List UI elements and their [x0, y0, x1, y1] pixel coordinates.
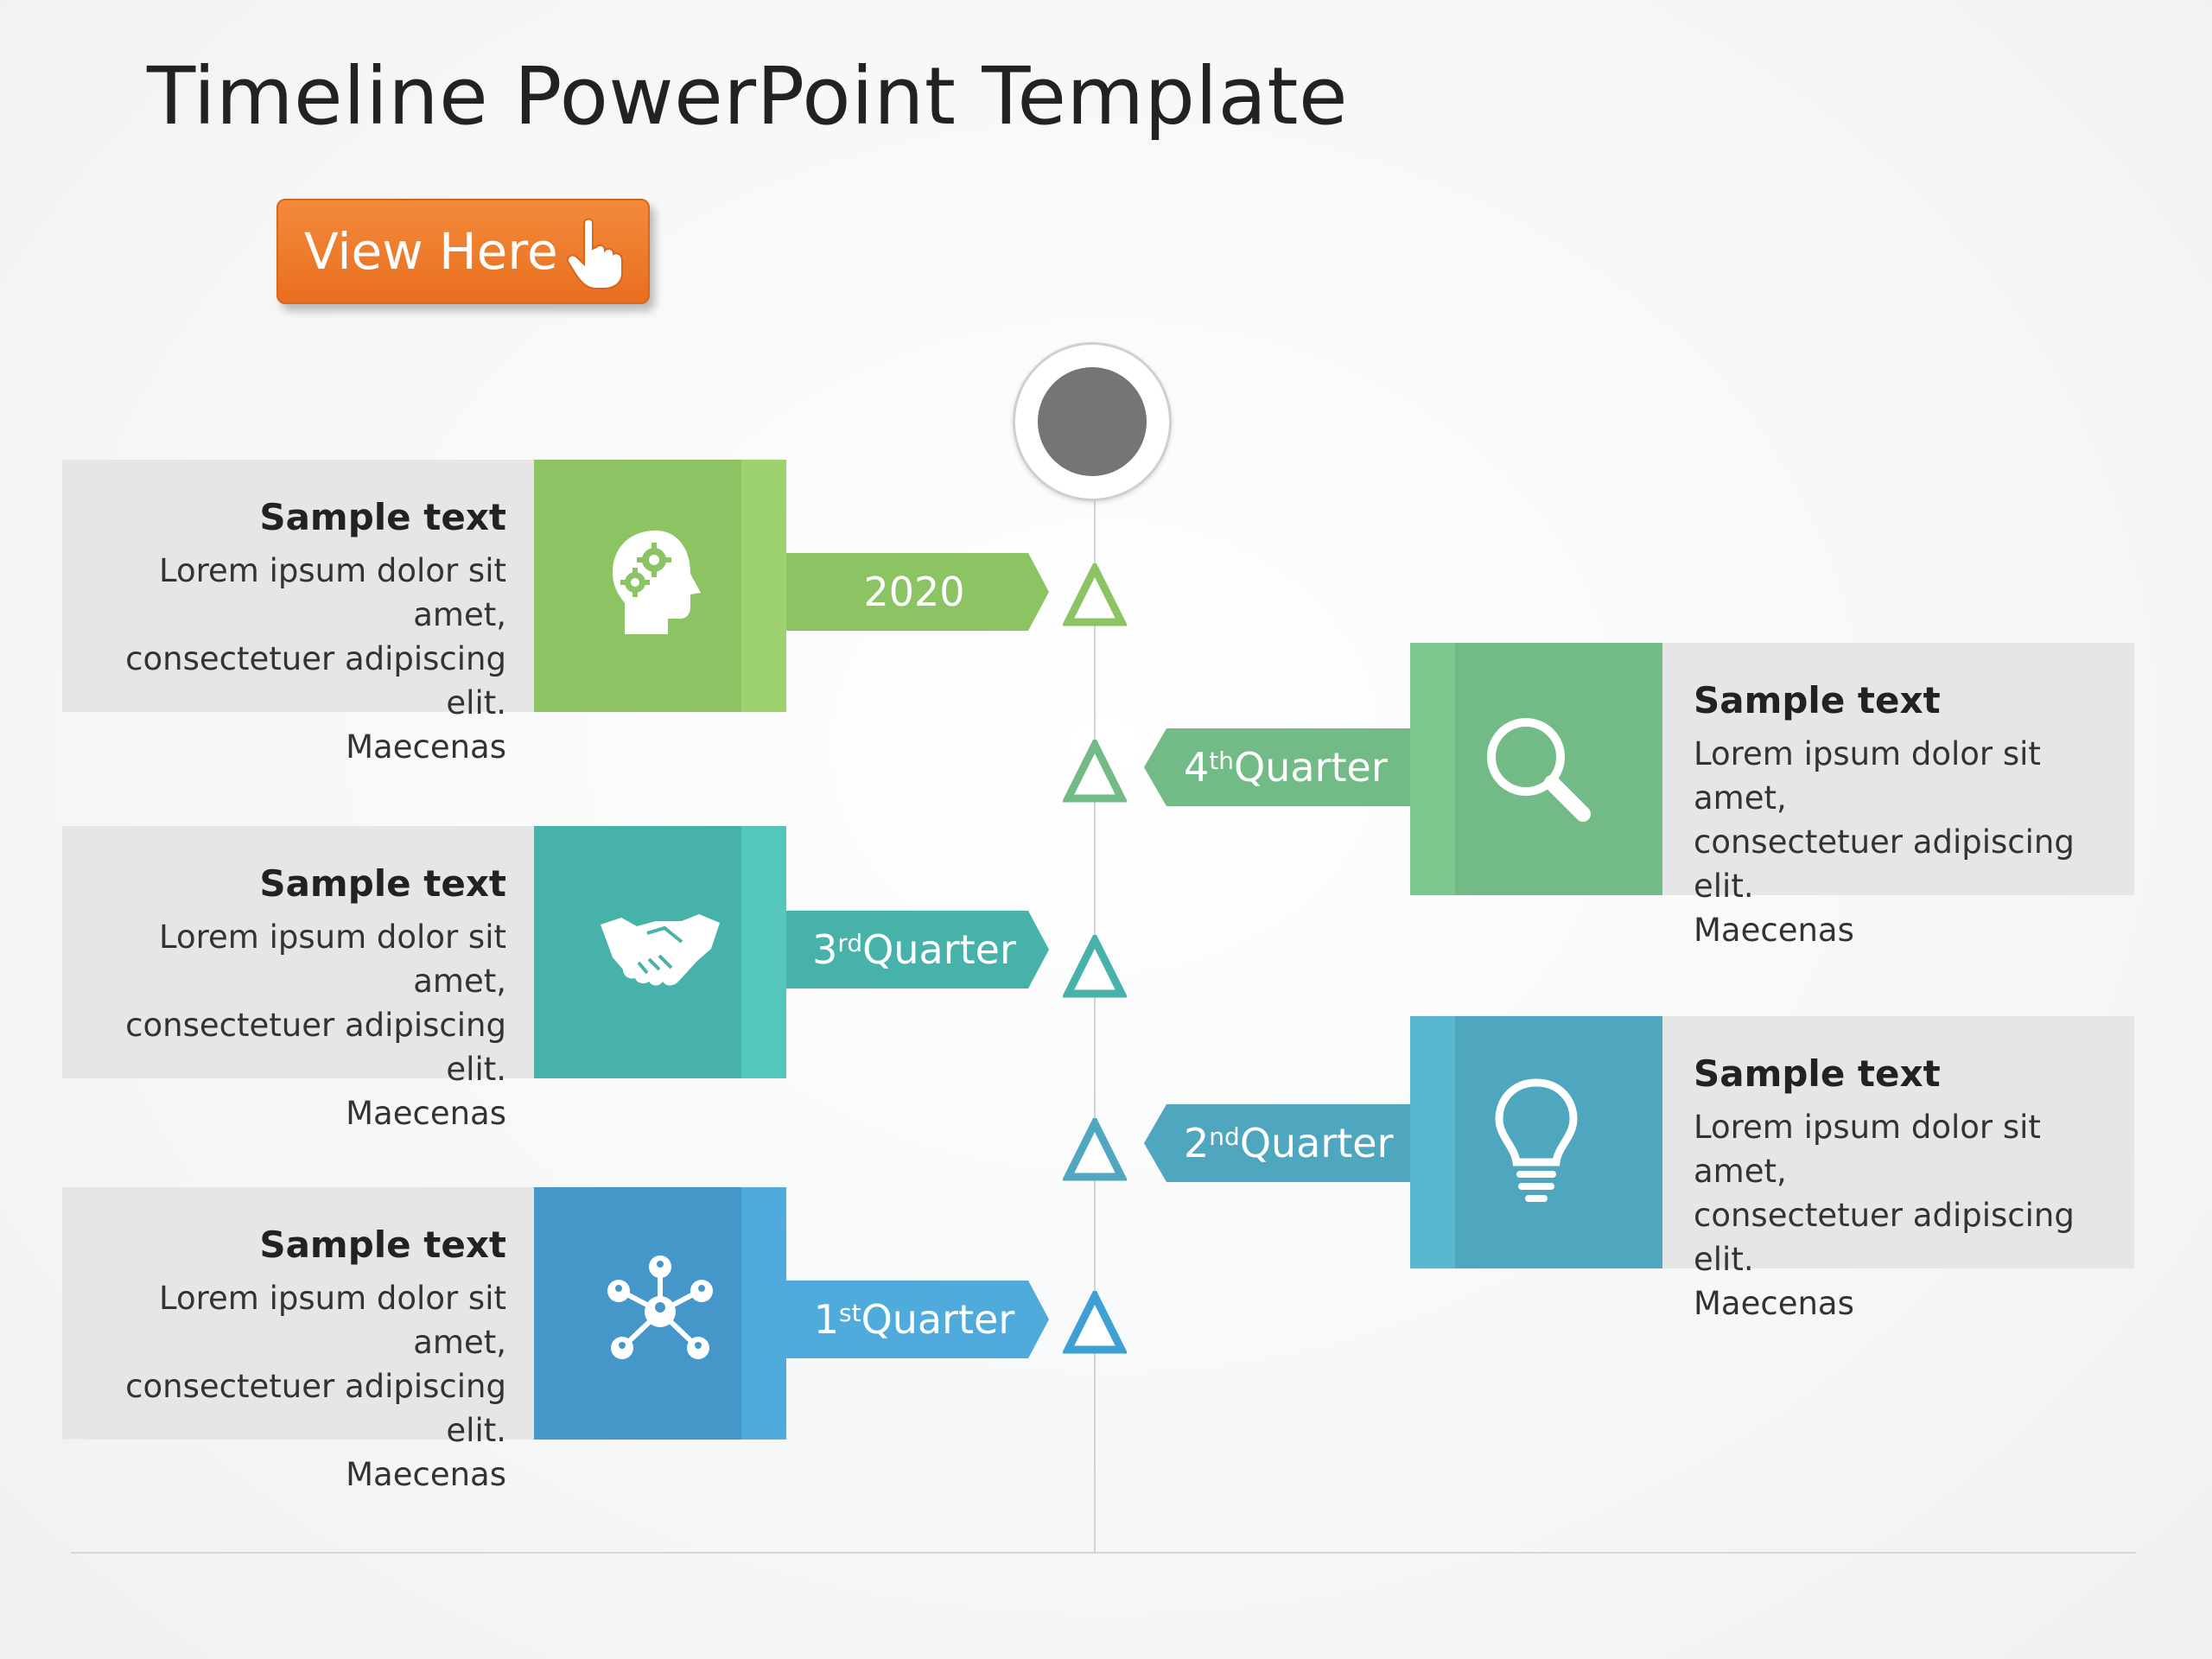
milestone-card-1st-quarter: Sample text Lorem ipsum dolor sit amet, … — [62, 1187, 786, 1493]
period-number: 2 — [1184, 1120, 1210, 1166]
body-line: Maecenas — [346, 728, 506, 766]
period-number: 4 — [1184, 744, 1210, 791]
view-here-label: View Here — [304, 222, 558, 281]
period-text: 2020 — [863, 569, 965, 615]
timeline-axis — [1094, 501, 1096, 1554]
body-line: Maecenas — [346, 1095, 506, 1132]
label-pointer — [1028, 911, 1049, 988]
milestone-card-2nd-quarter: Sample text Lorem ipsum dolor sit amet, … — [1410, 1016, 2134, 1322]
period-ordinal: st — [838, 1298, 861, 1327]
label-pointer — [1144, 728, 1166, 806]
accent-strip — [741, 460, 786, 712]
label-pointer — [1028, 553, 1049, 631]
milestone-heading: Sample text — [259, 1224, 506, 1266]
period-ordinal: nd — [1209, 1122, 1240, 1151]
period-label-2020: 2020 — [786, 553, 1028, 631]
milestone-card-2020: Sample text Lorem ipsum dolor sit amet, … — [62, 460, 786, 766]
accent-strip — [1410, 643, 1455, 895]
milestone-heading: Sample text — [1694, 679, 1941, 721]
page-title: Timeline PowerPoint Template — [147, 50, 1349, 143]
milestone-icon-box — [1410, 1016, 1662, 1268]
milestone-icon-box — [534, 460, 786, 712]
body-line: Maecenas — [346, 1456, 506, 1493]
milestone-icon-box — [534, 826, 786, 1078]
body-line: consectetuer adipiscing elit. — [1694, 823, 2075, 905]
body-line: Maecenas — [1694, 912, 1854, 949]
milestone-marker-2nd-quarter — [1063, 1118, 1127, 1181]
period-suffix: Quarter — [862, 926, 1016, 973]
milestone-card-3rd-quarter: Sample text Lorem ipsum dolor sit amet, … — [62, 826, 786, 1132]
milestone-body: Lorem ipsum dolor sit amet, consectetuer… — [86, 1276, 506, 1497]
period-suffix: Quarter — [1234, 744, 1388, 791]
handshake-icon — [595, 907, 725, 997]
milestone-marker-3rd-quarter — [1063, 935, 1127, 998]
period-number: 3 — [812, 926, 838, 973]
accent-strip — [741, 1187, 786, 1440]
milestone-icon-box — [534, 1187, 786, 1440]
milestone-heading: Sample text — [259, 862, 506, 905]
period-suffix: Quarter — [1239, 1120, 1394, 1166]
label-pointer — [1028, 1281, 1049, 1358]
body-line: consectetuer adipiscing elit. — [125, 640, 506, 721]
accent-strip — [1410, 1016, 1455, 1268]
body-line: Lorem ipsum dolor sit amet, — [159, 1280, 506, 1361]
period-ordinal: rd — [837, 928, 863, 957]
view-here-button[interactable]: View Here — [276, 199, 650, 304]
milestone-text-box: Sample text Lorem ipsum dolor sit amet, … — [62, 1187, 534, 1493]
accent-strip — [741, 826, 786, 1078]
baseline-divider — [71, 1552, 2136, 1554]
milestone-body: Lorem ipsum dolor sit amet, consectetuer… — [86, 915, 506, 1135]
milestone-text-box: Sample text Lorem ipsum dolor sit amet, … — [62, 460, 534, 766]
body-line: consectetuer adipiscing elit. — [125, 1368, 506, 1449]
body-line: consectetuer adipiscing elit. — [1694, 1197, 2075, 1278]
milestone-icon-box — [1410, 643, 1662, 895]
period-suffix: Quarter — [861, 1296, 1015, 1343]
milestone-body: Lorem ipsum dolor sit amet, consectetuer… — [1694, 1105, 2107, 1325]
network-icon — [600, 1251, 721, 1376]
milestone-heading: Sample text — [1694, 1052, 1941, 1095]
body-line: Lorem ipsum dolor sit amet, — [1694, 735, 2041, 817]
timeline-start-dot — [1038, 367, 1147, 476]
milestone-marker-1st-quarter — [1063, 1291, 1127, 1354]
lightbulb-icon — [1489, 1076, 1584, 1209]
body-line: Maecenas — [1694, 1285, 1854, 1322]
milestone-heading: Sample text — [259, 496, 506, 538]
milestone-body: Lorem ipsum dolor sit amet, consectetuer… — [86, 549, 506, 769]
milestone-text-box: Sample text Lorem ipsum dolor sit amet, … — [62, 826, 534, 1132]
milestone-marker-2020 — [1063, 563, 1127, 626]
body-line: Lorem ipsum dolor sit amet, — [1694, 1109, 2041, 1190]
milestone-text-box: Sample text Lorem ipsum dolor sit amet, … — [1662, 643, 2134, 949]
body-line: Lorem ipsum dolor sit amet, — [159, 552, 506, 633]
milestone-text-box: Sample text Lorem ipsum dolor sit amet, … — [1662, 1016, 2134, 1322]
milestone-body: Lorem ipsum dolor sit amet, consectetuer… — [1694, 732, 2107, 952]
period-number: 1 — [813, 1296, 839, 1343]
pointer-hand-icon — [565, 216, 626, 302]
milestone-marker-4th-quarter — [1063, 740, 1127, 803]
label-pointer — [1144, 1104, 1166, 1182]
period-ordinal: th — [1209, 746, 1235, 775]
head-gears-icon — [604, 524, 716, 648]
milestone-card-4th-quarter: Sample text Lorem ipsum dolor sit amet, … — [1410, 643, 2134, 949]
magnifier-icon — [1476, 707, 1597, 831]
body-line: consectetuer adipiscing elit. — [125, 1007, 506, 1088]
body-line: Lorem ipsum dolor sit amet, — [159, 918, 506, 1000]
